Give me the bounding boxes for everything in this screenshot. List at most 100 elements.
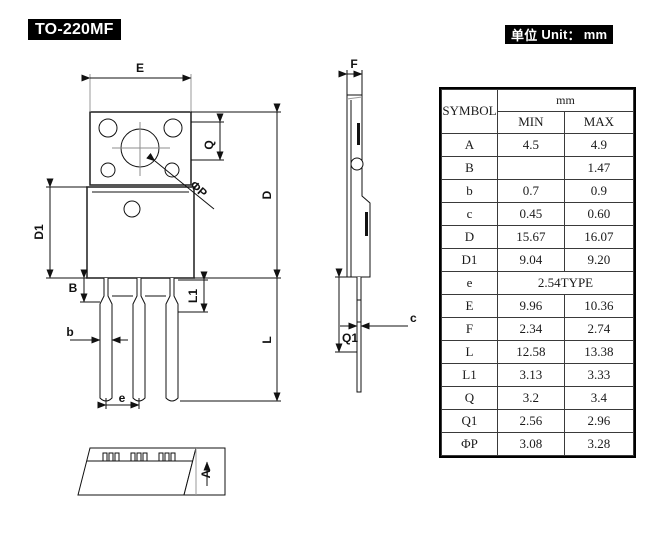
cell-min: 2.34 <box>497 317 565 341</box>
cell-symbol: L1 <box>441 363 498 387</box>
dimension-F <box>338 70 363 95</box>
header-unit: mm <box>497 89 634 112</box>
package-name-tag: TO-220MF <box>28 19 121 40</box>
cell-max: 3.28 <box>563 432 635 456</box>
header-max: MAX <box>563 111 635 134</box>
package-name-label: TO-220MF <box>35 20 114 38</box>
cell-min <box>497 156 565 180</box>
header-min: MIN <box>497 111 565 134</box>
unit-tag-label: Unit <box>541 27 568 42</box>
unit-tag: 单位 Unit ： mm <box>505 25 614 44</box>
dimension-B <box>80 269 104 303</box>
cell-symbol: Q <box>441 386 498 410</box>
cell-min: 0.7 <box>497 179 565 203</box>
label-B: B <box>69 281 78 295</box>
cell-min: 4.5 <box>497 133 565 157</box>
label-E: E <box>136 61 144 75</box>
cell-min: 2.56 <box>497 409 565 433</box>
label-F: F <box>350 57 357 71</box>
cell-max: 2.74 <box>563 317 635 341</box>
cell-symbol: E <box>441 294 498 318</box>
cell-min: 3.2 <box>497 386 565 410</box>
cell-max: 16.07 <box>563 225 635 249</box>
label-L: L <box>260 336 274 343</box>
unit-tag-cjk-label: 单位 <box>511 29 538 44</box>
cell-symbol: e <box>441 271 498 295</box>
cell-min: 12.58 <box>497 340 565 364</box>
cell-max: 0.9 <box>563 179 635 203</box>
cell-max: 1.47 <box>563 156 635 180</box>
header-symbol: SYMBOL <box>441 89 498 134</box>
table-header-row-2: MIN MAX <box>442 111 635 134</box>
cell-max: 13.38 <box>563 340 635 364</box>
dimension-D1 <box>46 178 87 279</box>
cell-max: 10.36 <box>563 294 635 318</box>
cell-symbol: D <box>441 225 498 249</box>
label-b: b <box>66 325 73 339</box>
dimension-L1 <box>178 271 208 313</box>
cell-min: 3.13 <box>497 363 565 387</box>
cell-max: 0.60 <box>563 202 635 226</box>
label-c: c <box>410 311 417 325</box>
side-view-body <box>346 94 371 393</box>
unit-tag-separator: ： <box>567 29 581 44</box>
callout-phi-p-leader <box>146 152 215 210</box>
cell-symbol: c <box>441 202 498 226</box>
dimension-e <box>97 398 140 409</box>
cell-min: 3.08 <box>497 432 565 456</box>
cell-symbol: Q1 <box>441 409 498 433</box>
cell-symbol: L <box>441 340 498 364</box>
label-D: D <box>260 190 274 199</box>
cell-span-value: 2.54TYPE <box>497 271 634 295</box>
cell-min: 9.96 <box>497 294 565 318</box>
front-view-leads <box>99 278 179 402</box>
cell-max: 9.20 <box>563 248 635 272</box>
cell-symbol: A <box>441 133 498 157</box>
cell-max: 3.4 <box>563 386 635 410</box>
dimension-E <box>81 74 192 112</box>
isometric-view <box>77 447 226 496</box>
label-e: e <box>119 391 126 405</box>
label-A: A <box>199 469 213 478</box>
front-view-metal-tab <box>89 111 192 186</box>
label-Q: Q <box>202 140 216 149</box>
front-view-plastic-body <box>86 186 195 279</box>
cell-min: 15.67 <box>497 225 565 249</box>
dimension-L <box>180 269 281 402</box>
label-D1: D1 <box>32 224 46 240</box>
cell-symbol: b <box>441 179 498 203</box>
cell-max: 3.33 <box>563 363 635 387</box>
dimension-Q1 <box>335 268 357 353</box>
cell-symbol: B <box>441 156 498 180</box>
dimension-Q <box>191 113 224 161</box>
label-Q1: Q1 <box>342 331 358 345</box>
cell-symbol: D1 <box>441 248 498 272</box>
label-L1: L1 <box>186 289 200 303</box>
unit-tag-value: mm <box>583 27 608 42</box>
cell-min: 9.04 <box>497 248 565 272</box>
table-row: B 1.47 <box>441 156 635 180</box>
cell-max: 4.9 <box>563 133 635 157</box>
cell-min: 0.45 <box>497 202 565 226</box>
cell-symbol: F <box>441 317 498 341</box>
cell-max: 2.96 <box>563 409 635 433</box>
table-header-row-1: SYMBOL mm <box>441 89 634 134</box>
